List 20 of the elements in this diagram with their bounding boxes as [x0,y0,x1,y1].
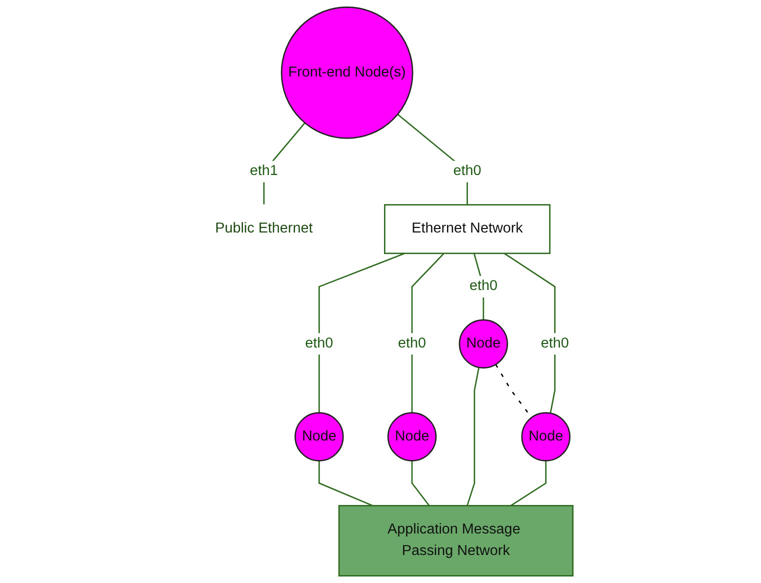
node-circle: Node [521,412,570,462]
node-circle: Node [458,319,508,368]
node-circle: Node [294,412,344,462]
node-circle: Front-end Node(s) [280,6,414,139]
node-box: Ethernet Network [384,204,550,254]
connector [504,252,556,414]
node-text: Public Ethernet [215,220,313,236]
edge-label: eth1 [250,163,278,179]
node-circle: Node [387,412,437,462]
edge-label: eth0 [398,336,426,352]
connector [466,367,480,506]
edge-label: eth0 [540,336,569,352]
edge-label: eth0 [469,278,498,294]
connector [318,460,373,506]
edge-label: eth0 [305,336,334,352]
edge-label: eth0 [453,163,482,179]
connector [411,460,430,506]
connector [510,460,547,506]
node-box: Application Message Passing Network [338,504,574,576]
connector [318,252,406,413]
